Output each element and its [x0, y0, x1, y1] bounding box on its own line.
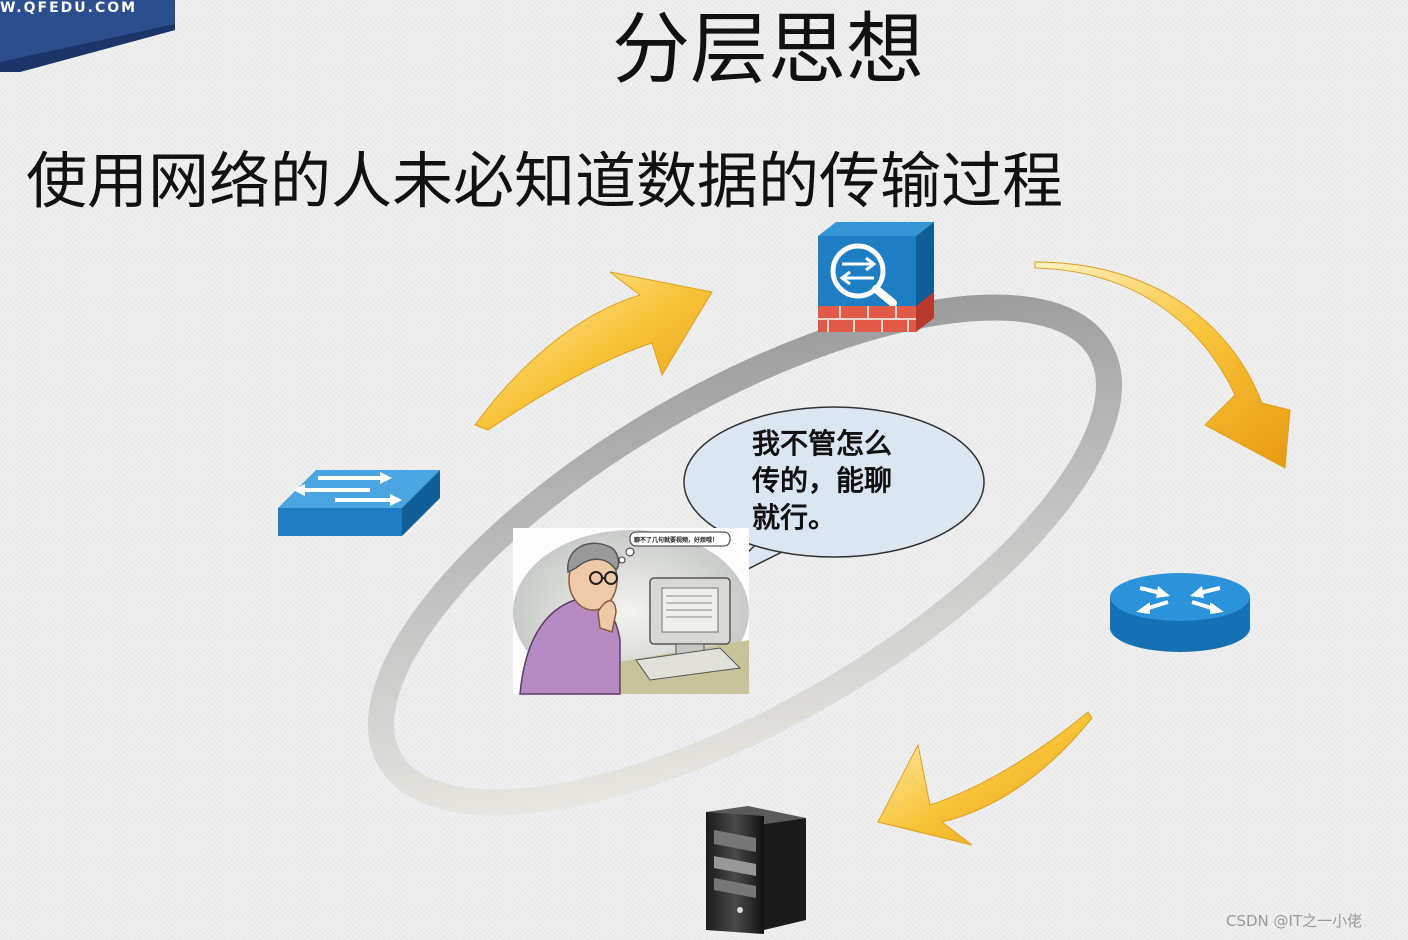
banner-url-text: W.QFEDU.COM [0, 0, 138, 16]
switch-icon [278, 470, 440, 536]
orbit-ring [368, 294, 1122, 816]
page-title: 分层思想 [612, 5, 925, 95]
firewall-icon [818, 222, 934, 332]
illustration-caption: 聊不了几句就要视频，好烦哦！ [634, 537, 719, 544]
page-subtitle: 使用网络的人未必知道数据的传输过程 [26, 146, 1064, 217]
watermark: CSDN @IT之一小佬 [1226, 912, 1363, 930]
arrow-down-left-icon [877, 711, 1093, 846]
router-icon [1110, 573, 1250, 652]
server-icon [706, 806, 806, 935]
brand-banner [0, 0, 175, 72]
user-at-computer-icon [513, 528, 749, 695]
speech-bubble-text: 我不管怎么 传的，能聊 就行。 [752, 427, 893, 534]
arrow-up-right-icon [474, 271, 713, 431]
arrow-down-right-icon [1034, 261, 1291, 469]
